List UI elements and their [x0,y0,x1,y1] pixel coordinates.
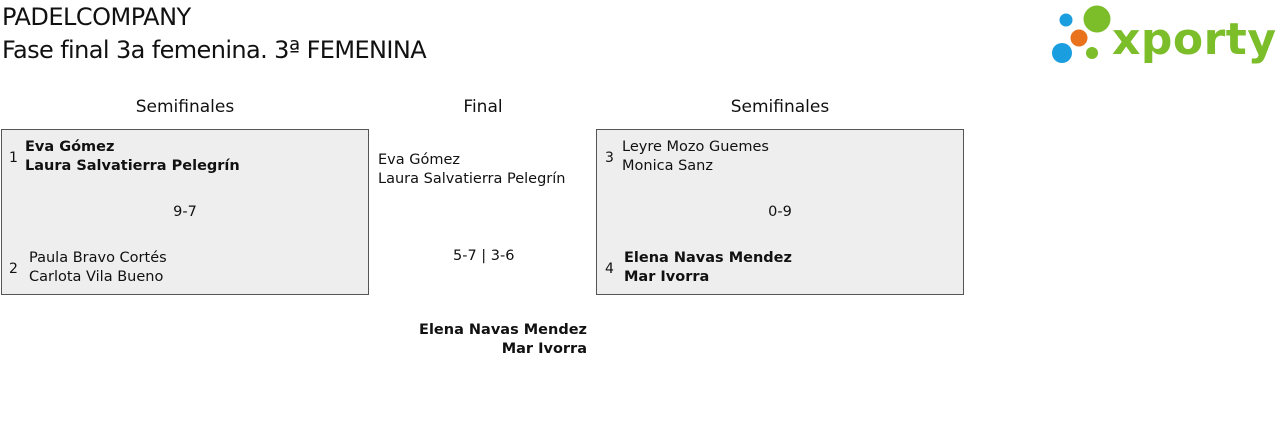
xporty-logo: xporty [1052,5,1276,65]
player-name: Laura Salvatierra Pelegrín [25,158,240,174]
logo-text: xporty [1112,14,1276,65]
logo-dot-blue-large [1052,43,1072,63]
champion-pair: Elena Navas Mendez Mar Ivorra [419,321,587,359]
player-name: Elena Navas Mendez [419,322,587,338]
team-pair: Paula Bravo Cortés Carlota Vila Bueno [29,249,167,287]
player-name: Paula Bravo Cortés [29,250,167,266]
player-name: Carlota Vila Bueno [29,269,164,285]
player-name: Eva Gómez [25,139,115,155]
player-name: Leyre Mozo Guemes [622,139,769,155]
logo-dot-green-small [1086,47,1098,59]
seed-number: 3 [605,150,614,166]
logo-dot-blue-small [1059,13,1073,27]
tournament-title: Fase final 3a femenina. 3ª FEMENINA [2,36,427,64]
player-name: Eva Gómez [378,152,461,168]
player-name: Mar Ivorra [501,341,587,357]
player-name: Mar Ivorra [624,269,710,285]
player-name: Monica Sanz [622,158,713,174]
team-pair: Leyre Mozo Guemes Monica Sanz [622,138,769,176]
team-pair: Elena Navas Mendez Mar Ivorra [624,249,792,287]
seed-number: 4 [605,261,614,277]
left-semifinal-title: Semifinales [135,97,235,117]
right-semifinal-box: 3 Leyre Mozo Guemes Monica Sanz 0-9 4 El… [596,129,964,295]
match-score: 0-9 [768,204,792,220]
right-semifinal-title: Semifinales [730,97,830,117]
logo-dot-orange [1070,29,1088,47]
seed-number: 1 [9,150,18,166]
team-pair: Eva Gómez Laura Salvatierra Pelegrín [25,138,240,176]
player-name: Elena Navas Mendez [624,250,792,266]
final-score: 5-7 | 3-6 [453,248,515,264]
logo-dot-green-large [1083,5,1111,33]
match-score: 9-7 [173,204,197,220]
seed-number: 2 [9,261,18,277]
player-name: Laura Salvatierra Pelegrín [378,171,566,187]
left-semifinal-box: 1 Eva Gómez Laura Salvatierra Pelegrín 9… [1,129,369,295]
final-team-pair: Eva Gómez Laura Salvatierra Pelegrín [378,151,565,189]
club-name: PADELCOMPANY [2,3,191,31]
final-title: Final [463,97,503,117]
